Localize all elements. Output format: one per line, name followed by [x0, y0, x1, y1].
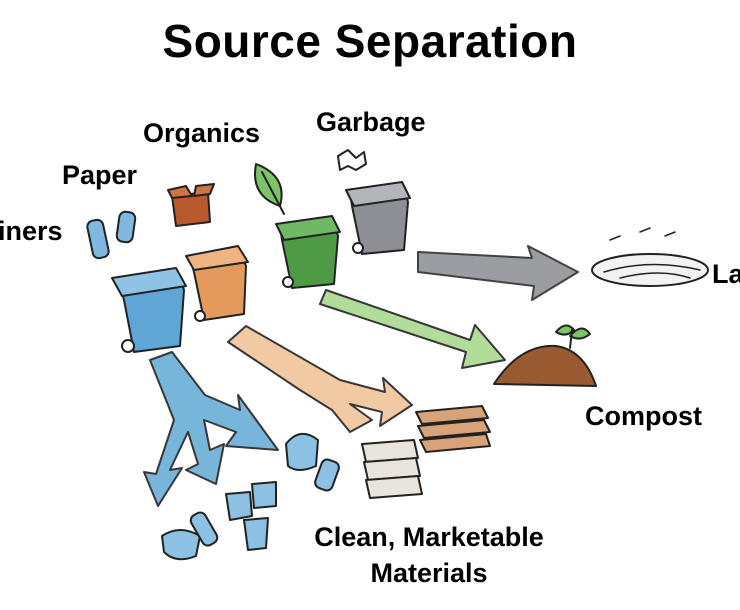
- diagram-title: Source Separation: [162, 15, 578, 67]
- landfill-label: La: [712, 259, 740, 289]
- materials-label-line2: Materials: [370, 558, 488, 588]
- compost-pile-icon: [493, 324, 597, 387]
- crumpled-trash-icon: [337, 149, 367, 171]
- bottle-icons: [86, 210, 137, 260]
- cardboard-box-icon: [167, 183, 215, 227]
- organics-arrow: [319, 289, 506, 369]
- compost-label: Compost: [585, 401, 702, 431]
- materials-label: Clean, Marketable Materials: [292, 519, 566, 591]
- paper-arrow: [227, 325, 413, 433]
- leaf-icon: [254, 163, 285, 215]
- landfill-icon: [591, 227, 709, 287]
- garbage-arrow: [417, 245, 579, 301]
- green-bin: [275, 215, 341, 289]
- paper-label: Paper: [62, 160, 138, 190]
- containers-label: iners: [0, 216, 63, 246]
- container-items-icon: [161, 433, 340, 561]
- organics-label: Organics: [143, 118, 261, 148]
- newspaper-stack-icon: [361, 439, 423, 499]
- blue-bin: [111, 267, 187, 353]
- grey-bin: [345, 181, 411, 255]
- garbage-label: Garbage: [316, 107, 426, 137]
- materials-label-line1: Clean, Marketable: [314, 522, 544, 552]
- containers-arrow: [143, 351, 279, 507]
- orange-bin: [185, 245, 249, 322]
- paper-stack-icon: [415, 405, 491, 453]
